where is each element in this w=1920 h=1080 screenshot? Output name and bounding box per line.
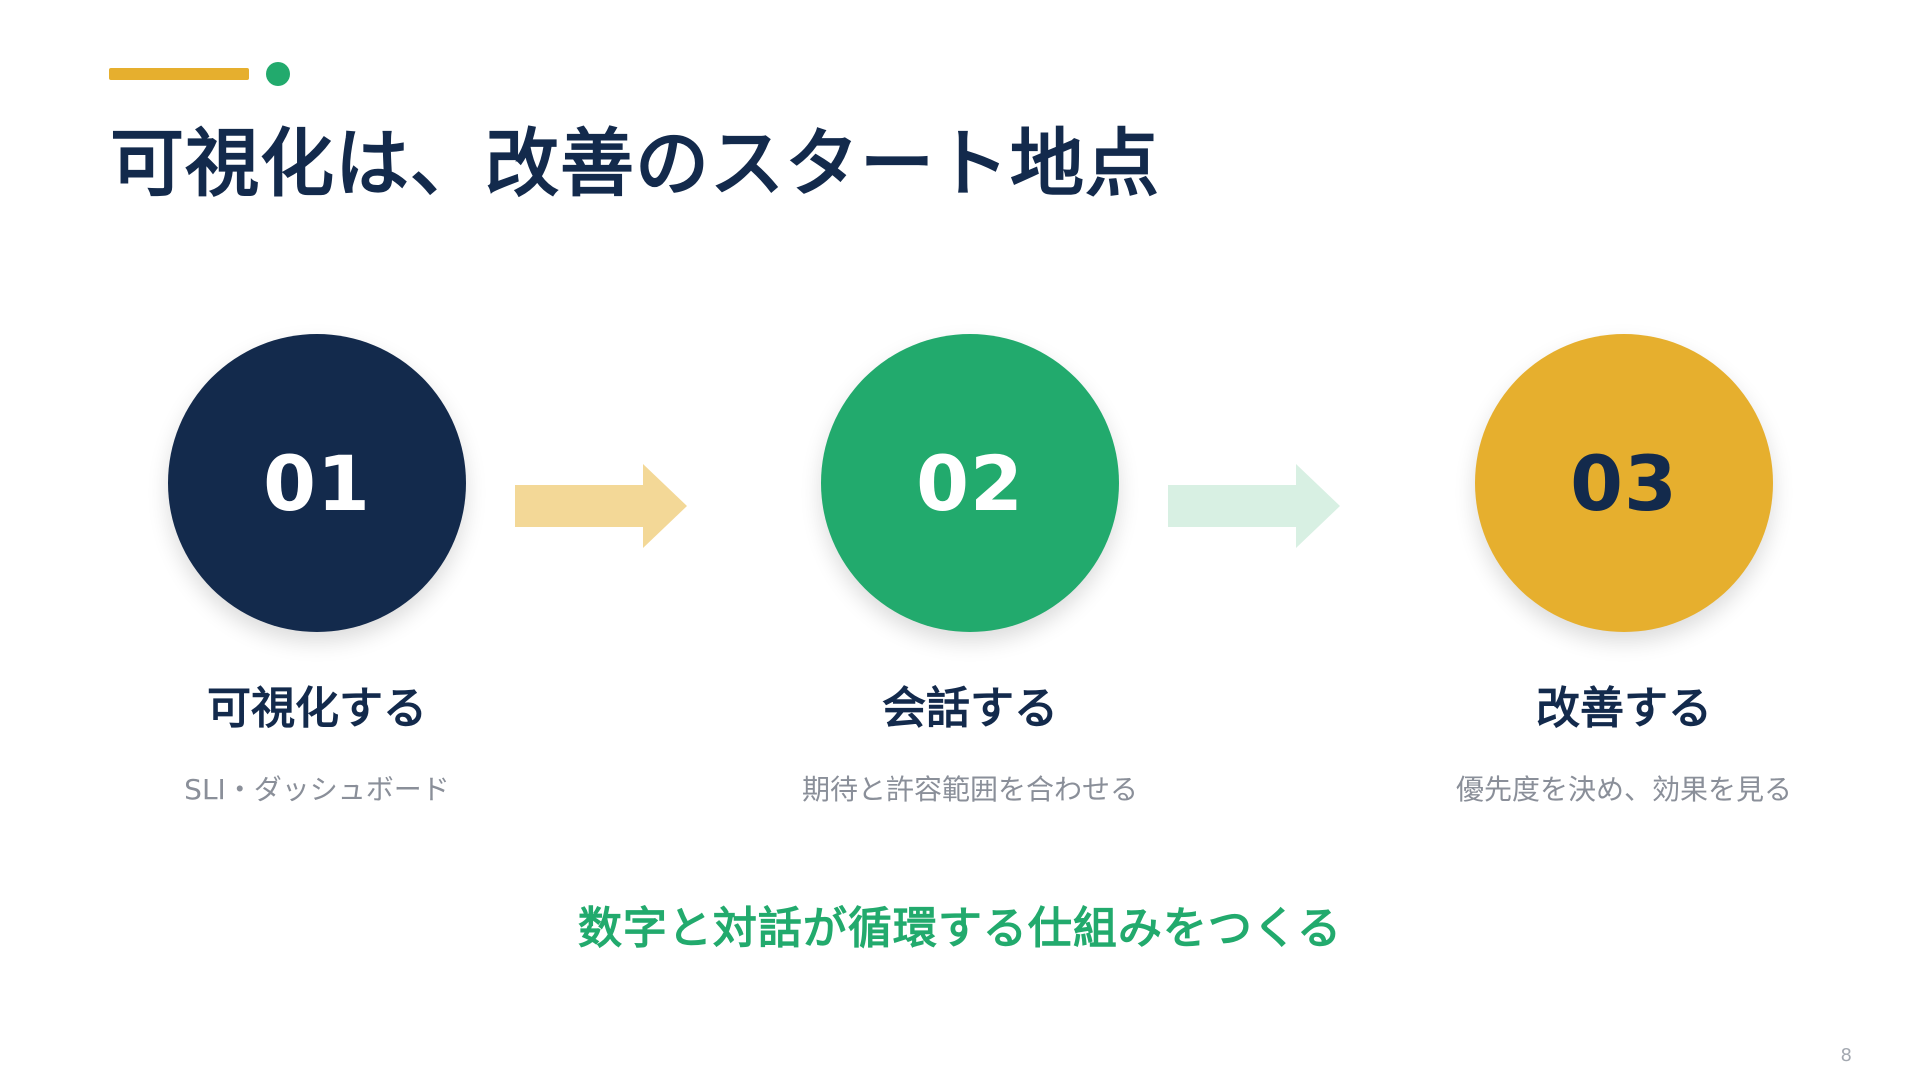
step-label: 可視化する — [207, 683, 427, 734]
step-label: 会話する — [882, 683, 1058, 734]
step-label: 改善する — [1536, 683, 1712, 734]
step-talk: 02 会話する 期待と許容範囲を合わせる — [710, 334, 1230, 808]
step-number: 01 — [263, 438, 371, 528]
step-number-circle: 02 — [821, 334, 1119, 632]
step-improve: 03 改善する 優先度を決め、効果を見る — [1364, 334, 1884, 808]
step-number: 03 — [1570, 438, 1678, 528]
step-number-circle: 01 — [168, 334, 466, 632]
title-accent-dot — [266, 62, 290, 86]
slide-tagline: 数字と対話が循環する仕組みをつくる — [577, 903, 1343, 954]
title-accent-bar — [109, 68, 249, 80]
page-number: 8 — [1840, 1045, 1852, 1066]
step-description: SLI・ダッシュボード — [184, 773, 450, 806]
step-visualize: 01 可視化する SLI・ダッシュボード — [57, 334, 577, 808]
slide-title: 可視化は、改善のスタート地点 — [110, 121, 1160, 207]
right-arrow-icon — [1168, 464, 1340, 548]
step-description: 期待と許容範囲を合わせる — [801, 773, 1138, 806]
step-number: 02 — [916, 438, 1024, 528]
step-description: 優先度を決め、効果を見る — [1455, 773, 1792, 806]
right-arrow-icon — [515, 464, 687, 548]
step-number-circle: 03 — [1475, 334, 1773, 632]
